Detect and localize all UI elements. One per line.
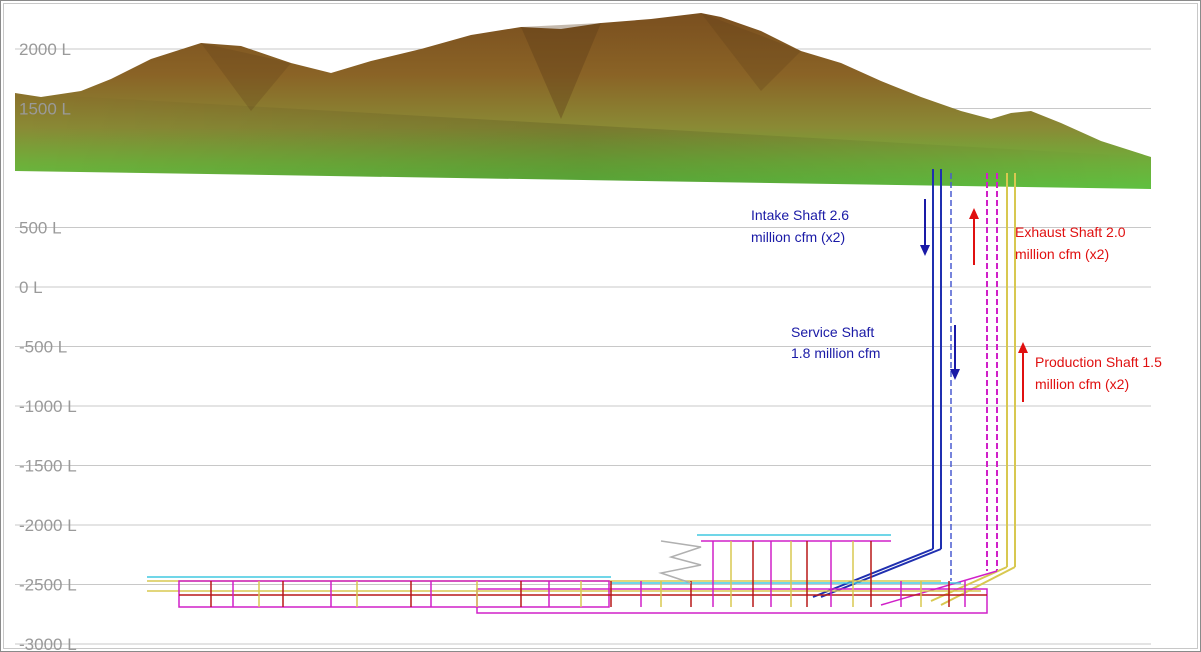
level-label-4: -500 L — [19, 338, 67, 357]
service-label-line1: Service Shaft — [791, 324, 874, 340]
level-label-5: -1000 L — [19, 397, 77, 416]
level-label-8: -2500 L — [19, 576, 77, 595]
production-label-line1: Production Shaft 1.5 — [1035, 354, 1162, 370]
intake-label-line1: Intake Shaft 2.6 — [751, 207, 849, 223]
level-gridlines — [15, 48, 1151, 645]
production-shaft-annotation: Production Shaft 1.5 million cfm (x2) — [1018, 342, 1162, 402]
exhaust-label-line1: Exhaust Shaft 2.0 — [1015, 224, 1126, 240]
diagram-inner-border — [3, 3, 1198, 649]
level-label-0: 2000 L — [19, 40, 71, 59]
exhaust-arrow-head — [969, 208, 979, 219]
intake-arrow-head — [920, 245, 930, 256]
level-label-6: -1500 L — [19, 457, 77, 476]
production-decline-2 — [940, 566, 1016, 606]
service-label-line2: 1.8 million cfm — [791, 345, 880, 361]
level-label-9: -3000 L — [19, 635, 77, 651]
level-label-7: -2000 L — [19, 516, 77, 535]
intake-decline-2 — [820, 548, 942, 598]
production-label-line2: million cfm (x2) — [1035, 376, 1129, 392]
exhaust-shaft-annotation: Exhaust Shaft 2.0 million cfm (x2) — [969, 208, 1126, 265]
level-label-3: 0 L — [19, 278, 43, 297]
production-arrow-head — [1018, 342, 1028, 353]
intake-label-line2: million cfm (x2) — [751, 229, 845, 245]
intake-shaft-annotation: Intake Shaft 2.6 million cfm (x2) — [751, 199, 930, 256]
underground-workings — [147, 169, 1016, 614]
magenta-drift-east — [476, 588, 988, 614]
service-arrow-head — [950, 369, 960, 380]
exhaust-label-line2: million cfm (x2) — [1015, 246, 1109, 262]
service-shaft-annotation: Service Shaft 1.8 million cfm — [791, 324, 960, 380]
exhaust-decline — [880, 570, 998, 606]
level-labels: 2000 L 1500 L 500 L 0 L -500 L -1000 L -1500 L… — [19, 40, 77, 651]
terrain-surface — [15, 13, 1151, 189]
backfill-outline — [658, 540, 702, 584]
magenta-drift-west — [178, 580, 610, 608]
level-label-1: 1500 L — [19, 100, 71, 119]
level-label-2: 500 L — [19, 219, 62, 238]
